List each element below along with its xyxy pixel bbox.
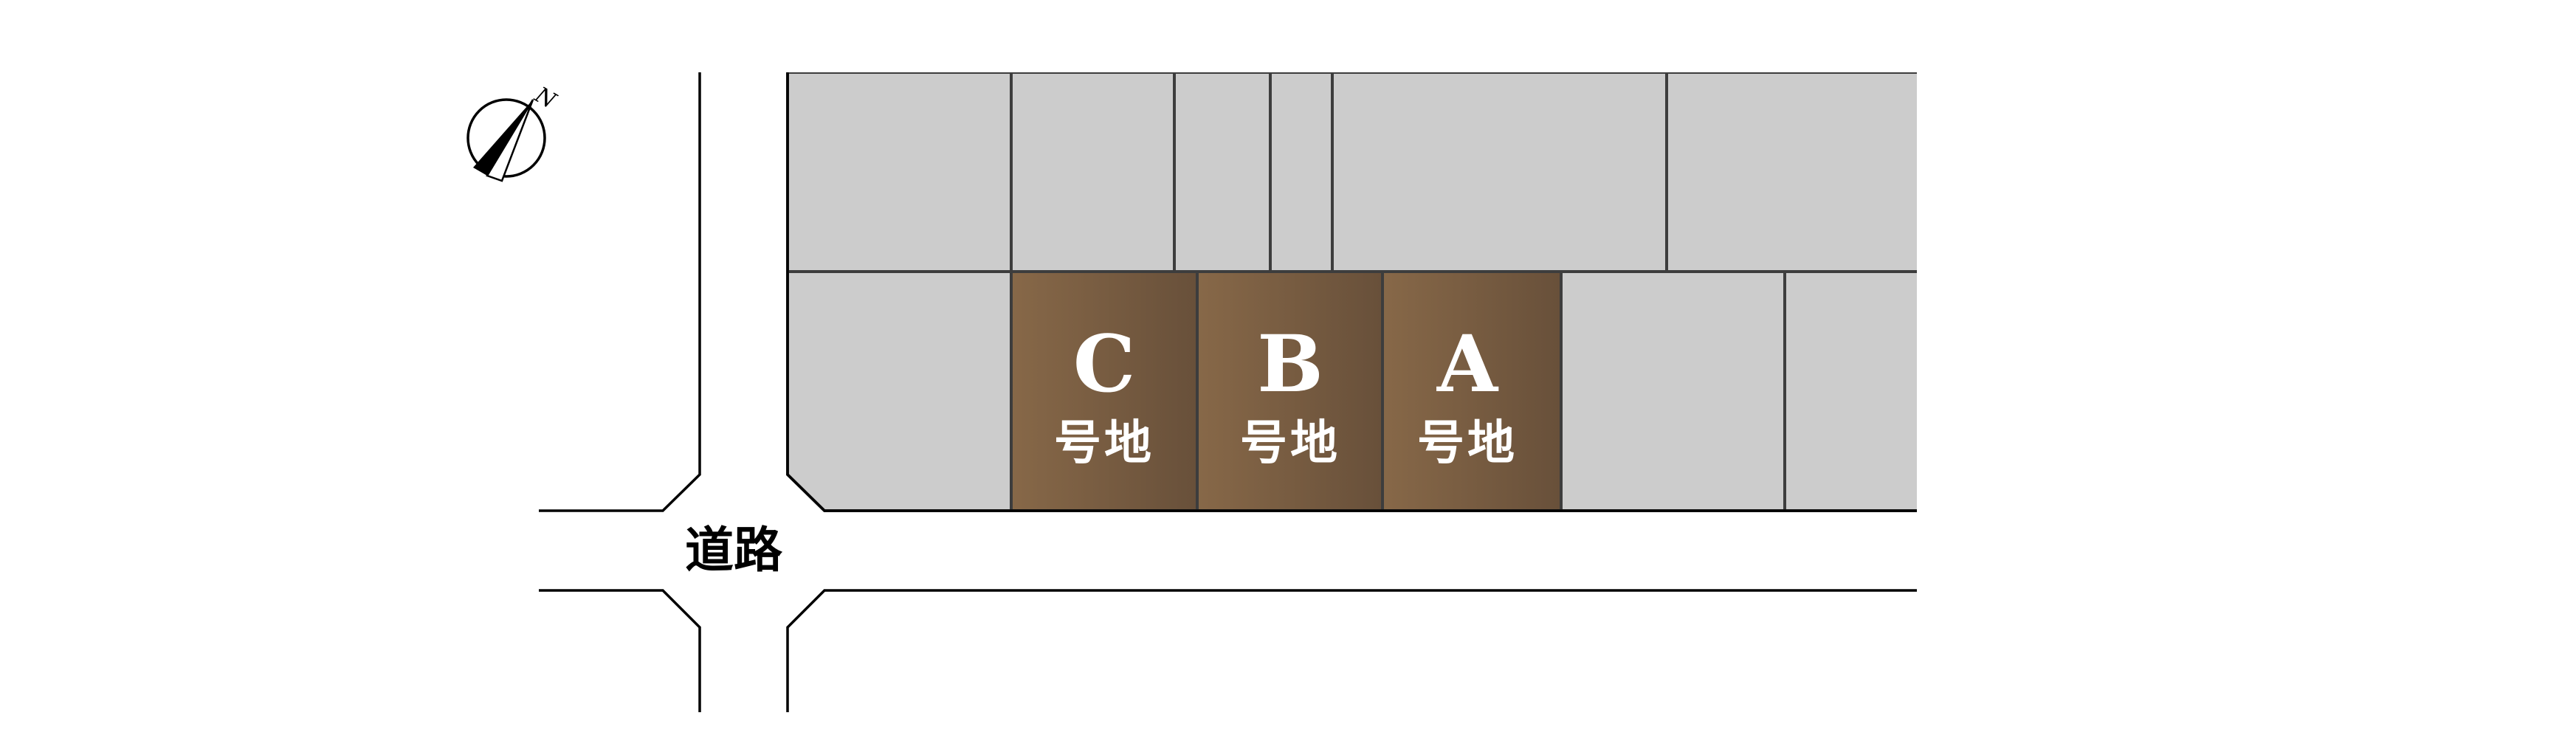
road-edge-top-left: [539, 72, 701, 512]
edge-mask-right: [1917, 59, 2005, 531]
parcel-corner: [786, 270, 1013, 512]
lot-a-suffix: 号地: [1417, 416, 1518, 471]
parcel: [1783, 270, 1921, 512]
parcel: [1010, 71, 1176, 273]
lot-c-label: C 号地: [1054, 317, 1154, 471]
north-label: N: [530, 82, 562, 115]
road-edge-top-right: [786, 72, 1917, 512]
parcel: [1331, 71, 1668, 273]
lot-a-letter: A: [1436, 317, 1499, 410]
parcel: [1560, 270, 1786, 512]
lot-b-label: B 号地: [1240, 317, 1340, 471]
neighbor-parcels: [786, 71, 1921, 512]
road-label: 道路: [685, 521, 783, 579]
parcel: [1665, 71, 1921, 273]
parcel: [786, 71, 1013, 273]
parcel: [1173, 71, 1272, 273]
lot-b-letter: B: [1257, 317, 1323, 410]
road-edge-bottom-left: [539, 589, 701, 712]
edge-mask-top: [738, 59, 1993, 72]
north-arrow-icon: N: [466, 82, 562, 182]
lot-a-label: A 号地: [1417, 317, 1518, 471]
parcel: [1269, 71, 1334, 273]
lot-b-suffix: 号地: [1240, 416, 1340, 471]
road-edge-bottom-right: [786, 589, 1917, 712]
lot-a[interactable]: [1381, 270, 1563, 512]
lot-c-letter: C: [1073, 317, 1135, 410]
road-edges: [539, 72, 1917, 712]
highlighted-lots: [1010, 270, 1563, 512]
lot-c-suffix: 号地: [1054, 416, 1154, 471]
